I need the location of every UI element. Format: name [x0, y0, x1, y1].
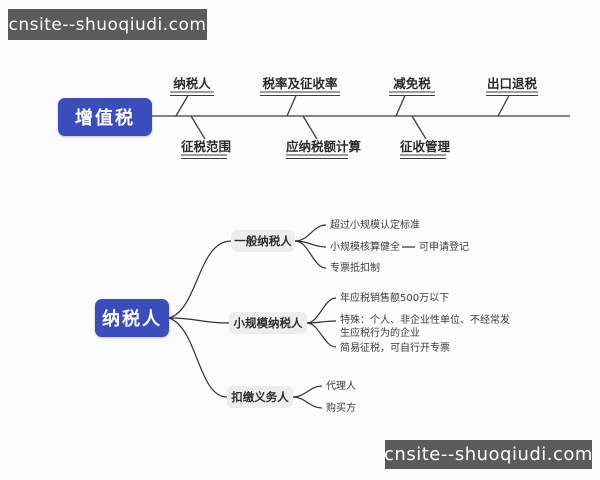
fishbone-top-branch-label[interactable]: 税率及征收率 — [262, 76, 338, 91]
fishbone-root-node[interactable]: 增值税 — [58, 98, 152, 136]
mindmap-leaf[interactable]: 专票抵扣制 — [330, 263, 380, 274]
mindmap-root-node[interactable]: 纳税人 — [95, 299, 169, 337]
fishbone-bottom-ribs — [190, 115, 427, 140]
mindmap-leaf[interactable]: 小规模核算健全 — [330, 242, 400, 253]
mindmap-leaf[interactable]: 简易征税，可自行开专票 — [340, 343, 450, 354]
watermark-bottom-right: cnsite--shuoqiudi.com — [384, 440, 592, 469]
mindmap-subleaf[interactable]: 可申请登记 — [419, 242, 469, 253]
fishbone-top-branch-label[interactable]: 出口退税 — [486, 76, 537, 91]
mindmap-leaf[interactable]: 代理人 — [326, 381, 356, 392]
mindmap-leaf[interactable]: 特殊：个人、非企业性单位、不经常发生应税行为的企业 — [340, 315, 510, 339]
fishbone-top-underlines — [170, 91, 538, 97]
mindmap-leaf[interactable]: 购买方 — [326, 403, 356, 414]
fishbone-top-ribs — [175, 95, 510, 117]
mindmap-branch-node-small-scale-taxpayer[interactable]: 小规模纳税人 — [229, 312, 307, 334]
fishbone-top-branch-label[interactable]: 减免税 — [393, 76, 431, 91]
watermark-top-left: cnsite--shuoqiudi.com — [8, 9, 207, 40]
mindmap-leaf[interactable]: 年应税销售额500万以下 — [340, 293, 450, 304]
mindmap-branch-node-general-taxpayer[interactable]: 一般纳税人 — [231, 230, 295, 252]
fishbone-bottom-branch-label[interactable]: 征收管理 — [400, 139, 451, 154]
mindmap-branch-node-withholding-agent[interactable]: 扣缴义务人 — [227, 386, 293, 408]
fishbone-top-branch-label[interactable]: 纳税人 — [173, 76, 211, 91]
fishbone-bottom-underlines — [181, 154, 446, 160]
mindmap-leaf[interactable]: 超过小规模认定标准 — [330, 220, 420, 231]
fishbone-bottom-branch-label[interactable]: 应纳税额计算 — [286, 139, 362, 154]
fishbone-bottom-branch-label[interactable]: 征税范围 — [181, 139, 232, 154]
